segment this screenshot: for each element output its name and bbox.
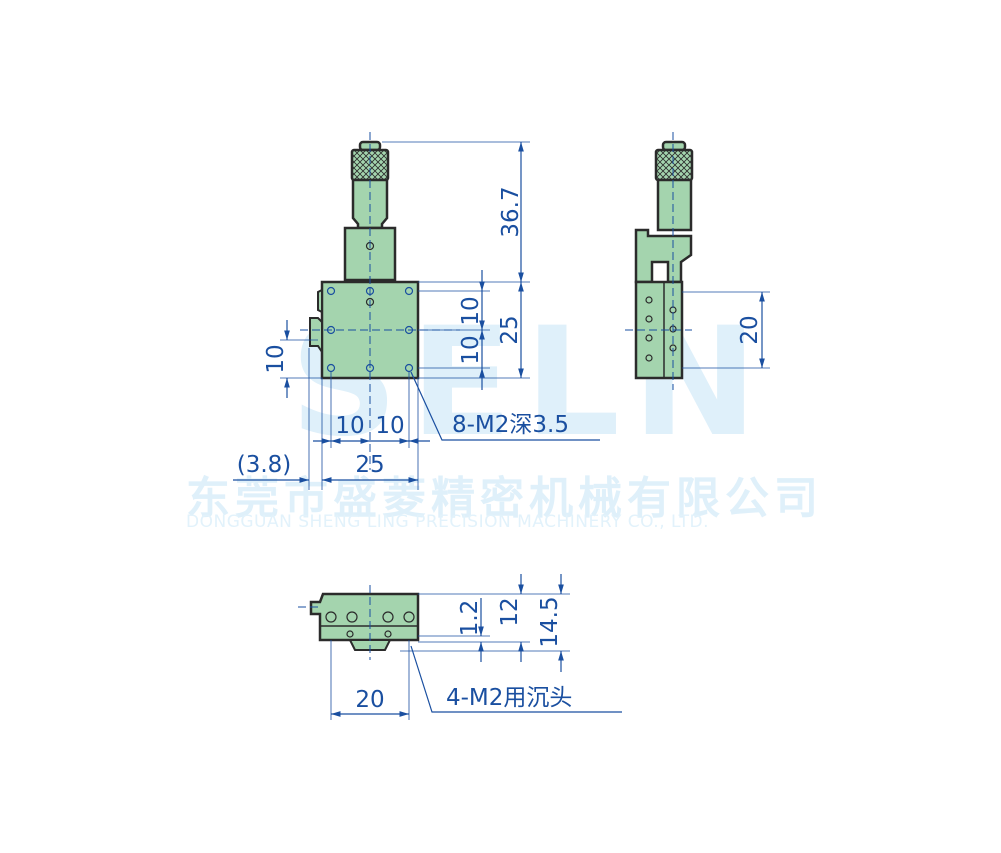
dim-body-height: 25 [497, 315, 523, 344]
dim-mount-width: 20 [355, 687, 384, 713]
callout-tapped-holes: 8-M2深3.5 [452, 412, 569, 438]
dim-thickness-1: 1.2 [457, 600, 483, 637]
dim-x-left: 10 [335, 413, 364, 439]
dim-offset: (3.8) [237, 452, 292, 478]
side-knob [309, 317, 323, 356]
dim-thickness-3: 14.5 [537, 596, 563, 647]
dim-thickness-2: 12 [497, 597, 523, 626]
dim-height-total: 36.7 [498, 186, 524, 237]
side-view: 20 [625, 132, 770, 390]
dim-side-knob: 10 [263, 344, 289, 373]
watermark-company-cn: 东莞市盛菱精密机械有限公司 [186, 473, 823, 524]
bottom-view: 1.2 12 14.5 20 4-M2用沉头 [298, 574, 622, 720]
dim-mount-spacing: 20 [737, 315, 763, 344]
dim-hole-spacing-lower: 10 [458, 335, 484, 364]
dim-body-width: 25 [355, 452, 384, 478]
front-view: 36.7 10 10 25 10 10 10 (3.8) 25 8-M2深3.5 [233, 132, 600, 490]
dim-hole-spacing-upper: 10 [458, 296, 484, 325]
dim-x-right: 10 [375, 413, 404, 439]
callout-counterbore: 4-M2用沉头 [446, 685, 572, 711]
watermark-company-en: DONGGUAN SHENG LING PRECISION MACHINERY … [186, 512, 710, 532]
